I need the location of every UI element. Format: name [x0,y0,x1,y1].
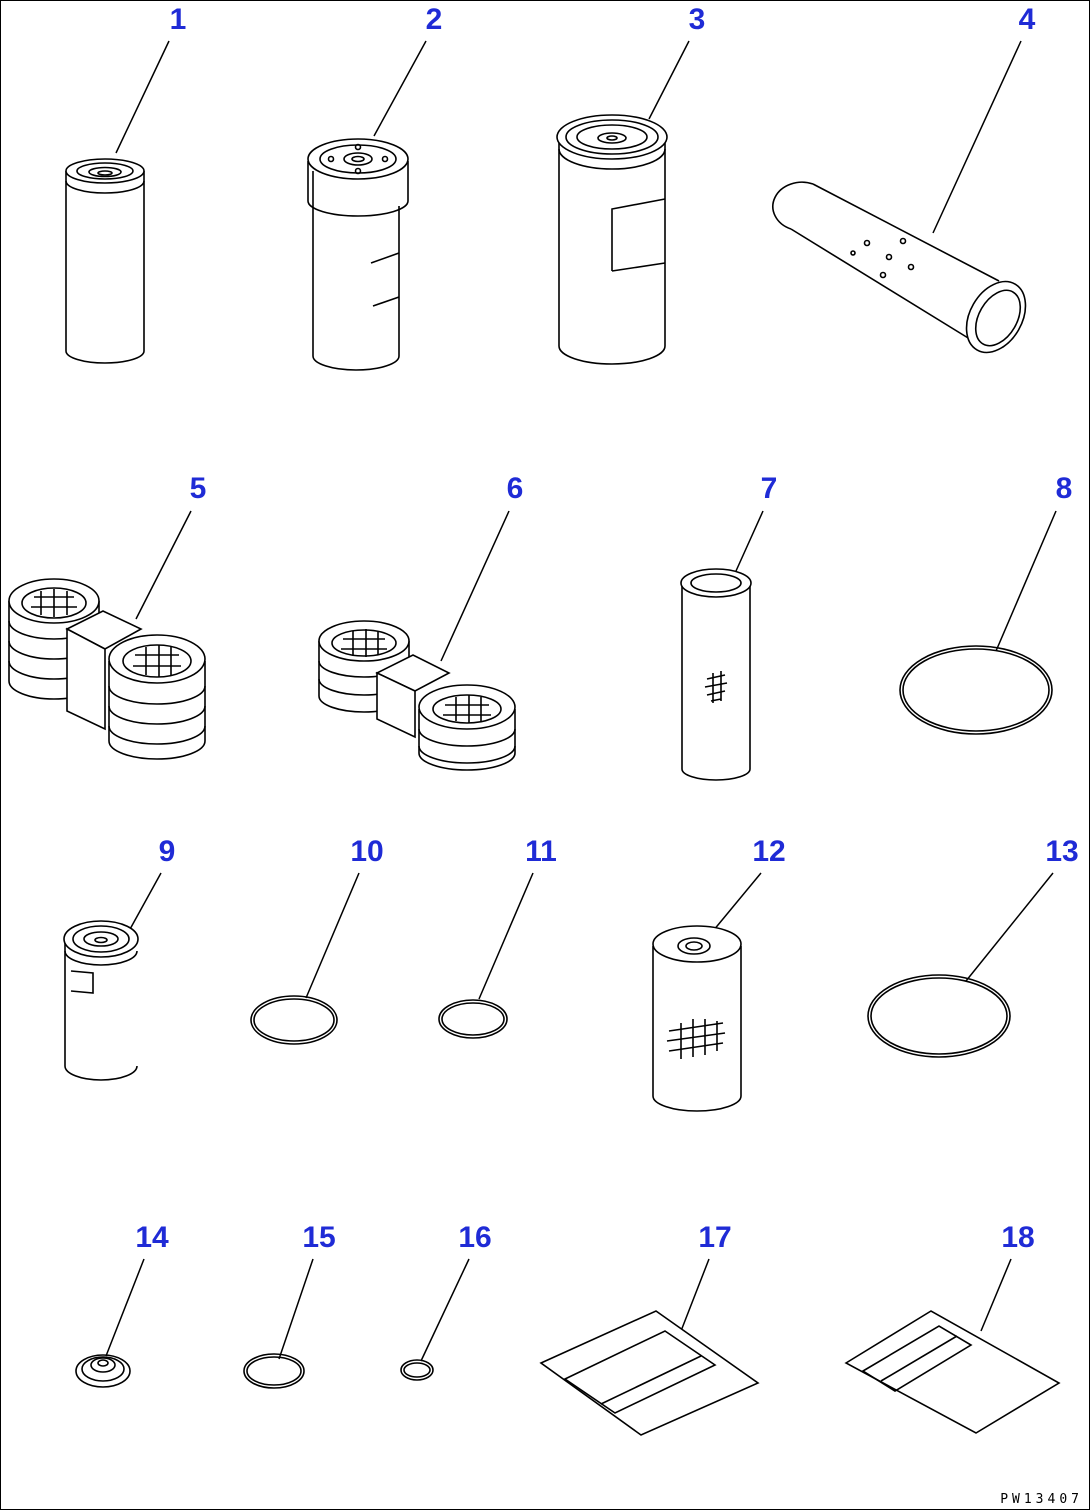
callout-7: 7 [760,472,778,505]
callout-14: 14 [135,1221,169,1254]
leader-line-3 [649,41,689,119]
air-filter-element-icon [773,182,1038,363]
leader-line-13 [966,873,1053,981]
leader-line-16 [421,1259,469,1361]
leader-line-10 [306,873,359,998]
callout-18: 18 [1001,1221,1035,1254]
callout-10: 10 [350,835,384,868]
callout-11: 11 [525,835,557,868]
leader-line-12 [713,873,761,931]
twin-filter-element-icon [319,621,515,770]
callout-12: 12 [752,835,786,868]
leader-line-11 [479,873,533,999]
cylindrical-filter-element-icon [66,159,144,363]
filter-element-icon [653,926,741,1111]
o-ring-icon [401,1360,433,1380]
callout-6: 6 [506,472,524,505]
leader-line-2 [374,41,426,136]
callout-8: 8 [1055,472,1073,505]
o-ring-icon [868,975,1010,1057]
leader-line-6 [441,511,509,661]
o-ring-icon [439,1000,507,1038]
callout-4: 4 [1018,3,1036,36]
spin-on-filter-cartridge-icon [557,115,667,364]
callout-15: 15 [302,1221,336,1254]
leader-line-9 [129,873,161,931]
callout-3: 3 [688,3,706,36]
o-ring-icon [900,646,1052,734]
callout-1: 1 [169,3,187,36]
gasket-sheet-icon [541,1311,758,1435]
callout-9: 9 [158,835,176,868]
filter-element-icon [681,569,751,780]
callout-2: 2 [425,3,443,36]
spin-on-filter-cartridge-icon [308,139,408,370]
leader-line-5 [136,511,191,619]
spin-on-filter-cartridge-icon [64,921,138,1080]
twin-filter-element-icon [9,579,205,759]
gasket-sheet-icon [846,1311,1059,1433]
leader-line-18 [981,1259,1011,1331]
leader-line-1 [116,41,169,153]
leader-line-4 [933,41,1021,233]
drawing-code: PW13407 [1000,1492,1083,1507]
leader-line-8 [996,511,1056,651]
callout-17: 17 [698,1221,732,1254]
o-ring-icon [251,996,337,1044]
leader-line-14 [106,1259,144,1356]
callout-16: 16 [458,1221,492,1254]
cap-icon [76,1355,130,1387]
leader-lines [106,41,1056,1361]
o-ring-icon [244,1354,304,1388]
leader-line-17 [681,1259,709,1331]
leader-line-7 [736,511,763,571]
callout-13: 13 [1045,835,1079,868]
callout-5: 5 [189,472,207,505]
leader-line-15 [279,1259,313,1359]
